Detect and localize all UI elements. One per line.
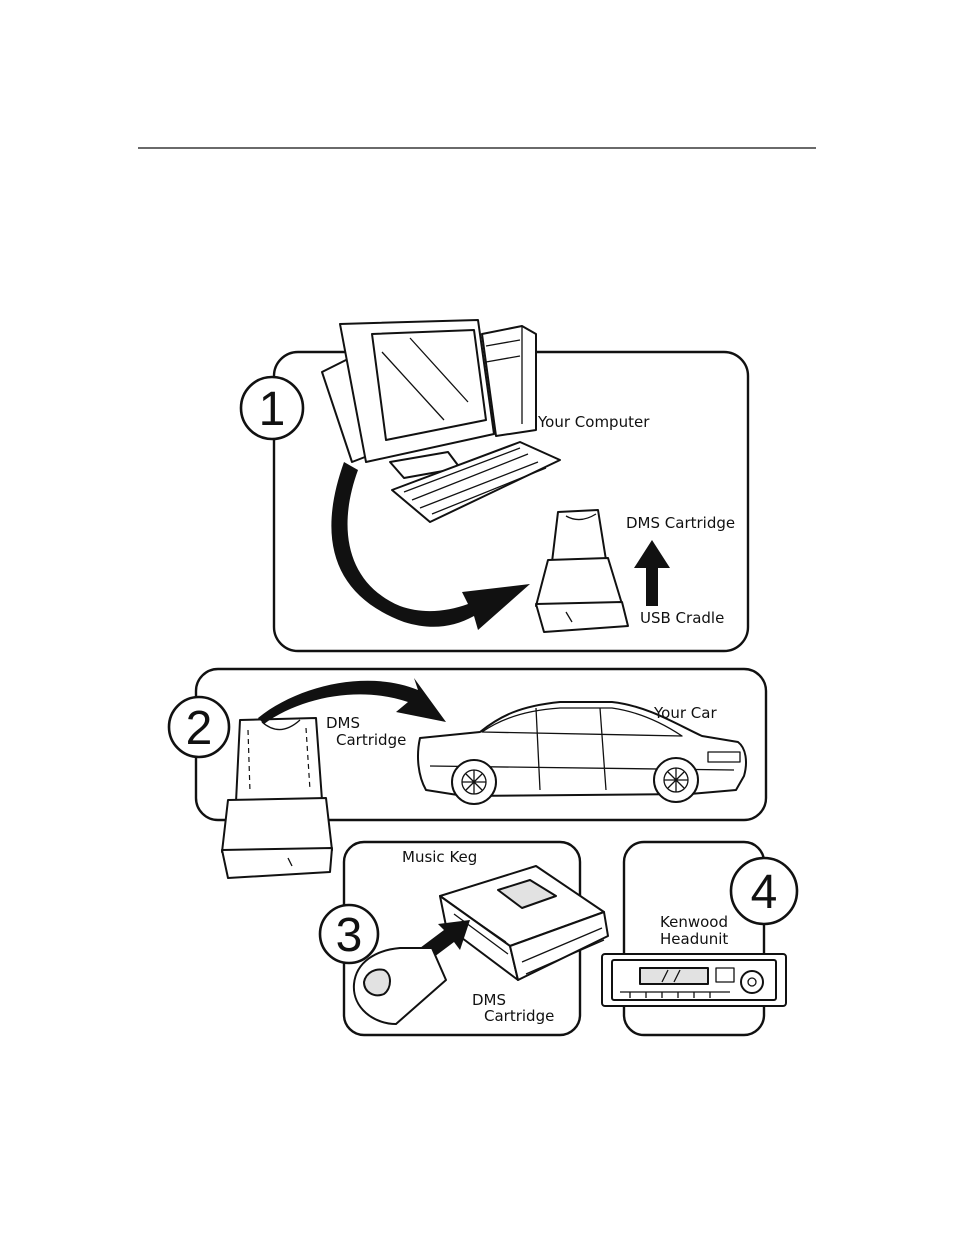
step-1-number: 1 — [259, 383, 286, 436]
music-keg-icon — [439, 865, 609, 981]
usb-cradle-icon — [535, 509, 629, 633]
cartridge-removal-icon — [221, 717, 333, 879]
step-1-badge — [239, 375, 305, 441]
panel-3: 3 Music Keg DMS Cartridge — [318, 840, 609, 1037]
cartridge-label-2: Cartridge — [336, 731, 406, 749]
panel-4: 4 Kenwood Headunit — [601, 840, 799, 1037]
computer-icon — [321, 319, 561, 523]
step-2-badge — [167, 695, 231, 759]
headunit-label: Headunit — [660, 930, 728, 948]
your-computer-label: Your Computer — [537, 413, 650, 431]
insert-arrow-icon — [634, 540, 670, 606]
dms-cartridge-icon — [352, 947, 447, 1025]
dms-label-2: DMS — [326, 714, 360, 732]
your-car-label: Your Car — [653, 704, 717, 722]
move-arrow-icon — [258, 678, 446, 724]
usb-cradle-label: USB Cradle — [640, 609, 724, 627]
step-3-badge — [318, 903, 380, 965]
cartridge-label-3: Cartridge — [484, 1007, 554, 1025]
transfer-arrow-icon — [331, 462, 530, 630]
dms-label-3: DMS — [472, 991, 506, 1009]
music-keg-label: Music Keg — [402, 848, 477, 866]
step-3-number: 3 — [336, 909, 363, 962]
step-4-number: 4 — [751, 866, 778, 919]
dms-cartridge-label-1: DMS Cartridge — [626, 514, 735, 532]
panel-4-frame — [622, 840, 766, 1037]
step-2-number: 2 — [186, 702, 213, 755]
headunit-icon — [601, 953, 787, 1007]
panel-1: 1 Your Computer — [239, 319, 750, 653]
kenwood-label: Kenwood — [660, 913, 728, 931]
panel-2: 2 DMS Cartridge Your Car — [167, 667, 768, 879]
step-4-badge — [729, 856, 799, 926]
car-icon — [417, 701, 747, 805]
